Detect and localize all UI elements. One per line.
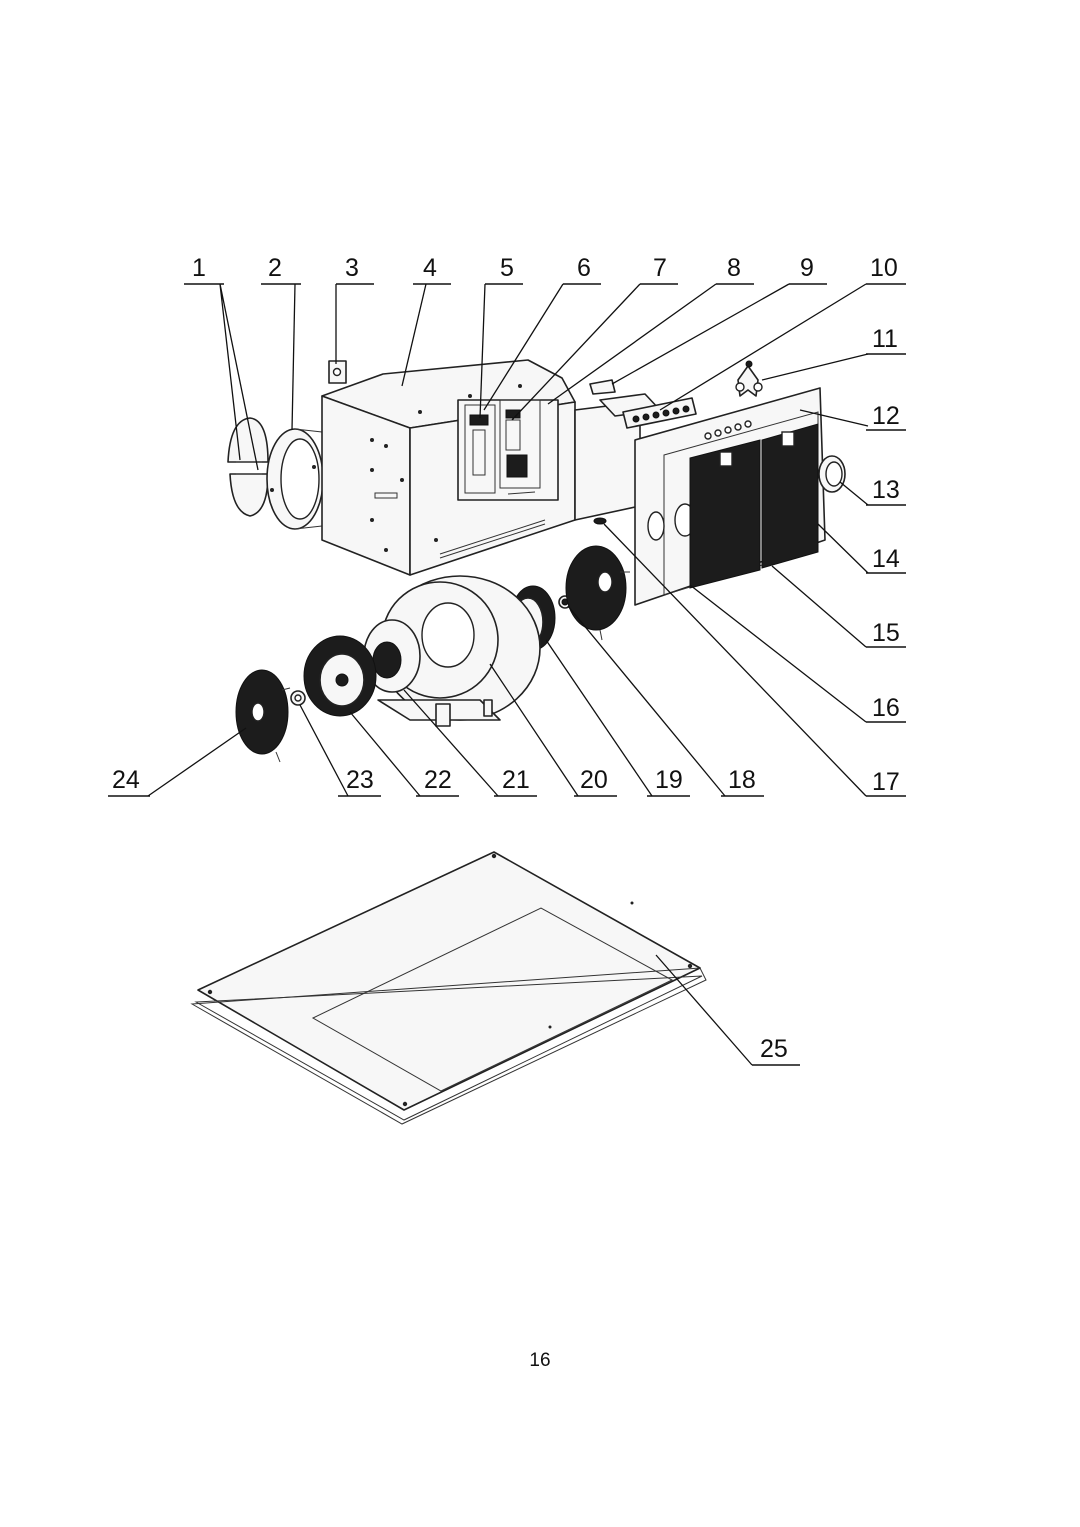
part-8-9-bracket [574,379,661,521]
callout-20: 20 [580,766,608,794]
hood-assembly-drawing [227,359,846,763]
callout-14: 14 [872,545,900,573]
callout-1: 1 [192,254,206,282]
part-22-left-impeller [303,635,377,717]
callout-5: 5 [500,254,514,282]
callout-19: 19 [655,766,683,794]
callout-8: 8 [727,254,741,282]
callout-16: 16 [872,694,900,722]
part-14-15-grease-filters [689,423,819,589]
part-10-switch-bar [622,397,697,429]
callout-10: 10 [870,254,898,282]
part-17-screw [593,517,607,525]
callout-12: 12 [872,402,900,430]
part-5-7-control-board [457,399,559,501]
part-24-left-guard [235,669,291,763]
callout-6: 6 [577,254,591,282]
callout-22: 22 [424,766,452,794]
callout-3: 3 [345,254,359,282]
callout-7: 7 [653,254,667,282]
page-number: 16 [529,1350,551,1371]
part-25-bottom-plate [190,851,707,1125]
callout-24: 24 [112,766,140,794]
callout-11: 11 [872,325,898,353]
callout-21: 21 [502,766,530,794]
callout-9: 9 [800,254,814,282]
part-1-cover-discs [227,417,269,517]
part-11-lamp-holder [735,360,763,397]
part-3-small-plate [328,360,347,384]
callout-2: 2 [268,254,282,282]
callout-17: 17 [872,768,900,796]
callout-15: 15 [872,619,900,647]
callout-25: 25 [760,1035,788,1063]
part-23-washer [290,690,306,706]
callout-labels: 1 2 3 4 5 6 7 8 9 10 11 12 13 14 15 16 1… [108,254,906,1066]
part-2-collar-ring [266,428,324,530]
callout-4: 4 [423,254,437,282]
callout-23: 23 [346,766,374,794]
callout-13: 13 [872,476,900,504]
leader-lines [147,283,869,1066]
part-19-right-guard [565,545,630,641]
part-13-lamp-cover [818,455,846,493]
callout-18: 18 [728,766,756,794]
